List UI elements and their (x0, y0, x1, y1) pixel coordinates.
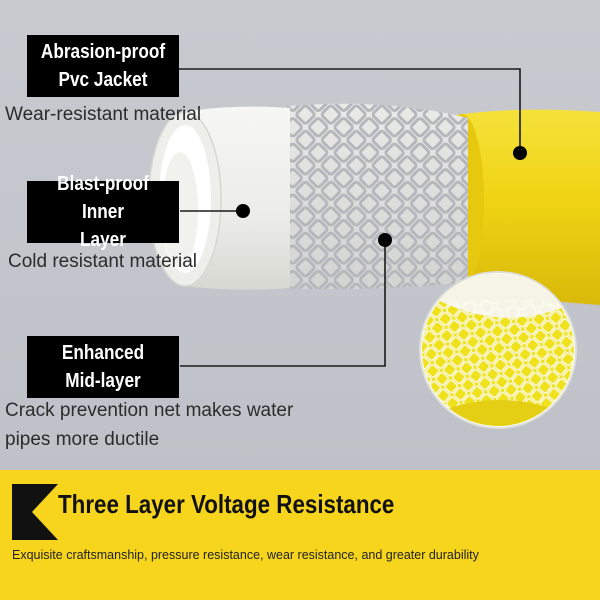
inner-marker-dot (236, 204, 250, 218)
feature-banner (0, 470, 600, 600)
mid-layer-description-line-1: Crack prevention net makes water (5, 400, 294, 421)
callout-lines (150, 68, 521, 367)
mid-layer-description-line-2: pipes more ductile (5, 429, 160, 450)
jacket-marker-dot (513, 146, 527, 160)
inner-layer-label: Blast-proof Inner Layer (27, 173, 179, 251)
mid-layer-label: Enhanced Mid-layer (27, 336, 179, 398)
inner-layer-label-line-2: Layer (80, 229, 126, 251)
mesh-leader-line (180, 240, 386, 367)
banner-title: Three Layer Voltage Resistance (58, 489, 395, 519)
banner-subtitle: Exquisite craftsmanship, pressure resist… (12, 548, 479, 562)
magnified-detail (419, 271, 577, 429)
mid-layer-label-line-2: Mid-layer (65, 370, 141, 392)
mid-layer-label-line-1: Enhanced (61, 342, 145, 364)
hose-illustration (148, 68, 600, 429)
jacket-label-line-2: Pvc Jacket (58, 69, 148, 91)
inner-layer (148, 106, 290, 290)
jacket-description: Wear-resistant material (5, 104, 202, 125)
jacket-leader-line (150, 68, 521, 152)
inner-layer-label-line-1: Blast-proof Inner (57, 173, 149, 223)
inner-layer-description: Cold resistant material (8, 251, 198, 272)
jacket-label: Abrasion-proof Pvc Jacket (27, 35, 179, 97)
jacket-label-line-1: Abrasion-proof (40, 41, 166, 63)
mesh-marker-dot (378, 233, 392, 247)
